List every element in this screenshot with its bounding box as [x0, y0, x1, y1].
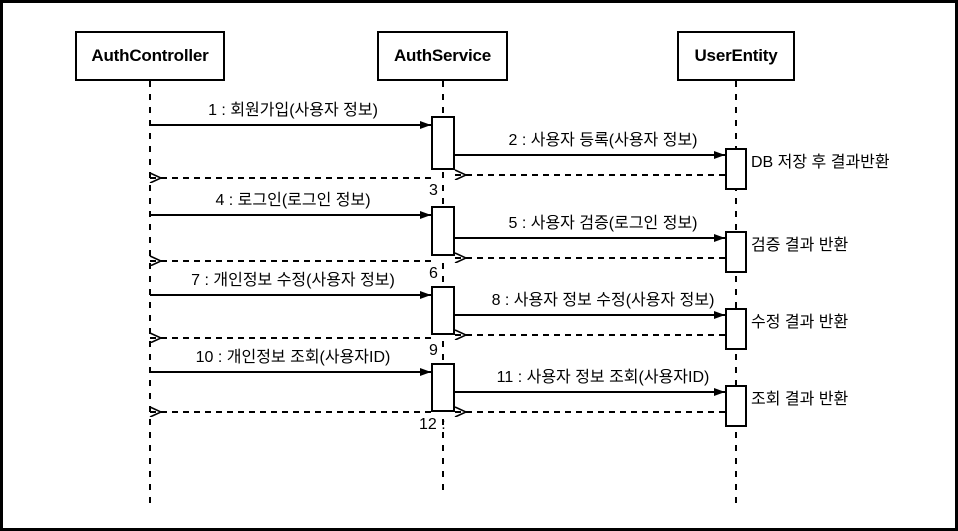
- message-label-1-0: 1 : 회원가입(사용자 정보): [208, 102, 378, 119]
- message-label-3-3: 3: [429, 182, 438, 199]
- message-label-10-12: 10 : 개인정보 조회(사용자ID): [195, 349, 391, 366]
- activation-bar-auth-service[interactable]: [431, 363, 455, 412]
- message-label-4-4: 4 : 로그인(로그인 정보): [215, 192, 371, 209]
- participant-label: AuthController: [91, 46, 209, 65]
- message-label-9-11: 9: [429, 342, 438, 359]
- activation-bar-user-entity[interactable]: [725, 385, 747, 427]
- message-label-note-14: 조회 결과 반환: [751, 391, 849, 408]
- message-label-11-13: 11 : 사용자 정보 조회(사용자ID): [496, 369, 710, 386]
- diagram-vector-layer: [149, 81, 737, 508]
- message-label-note-10: 수정 결과 반환: [751, 314, 849, 331]
- message-label-2-1: 2 : 사용자 등록(사용자 정보): [508, 132, 698, 149]
- message-label-6-7: 6: [429, 265, 438, 282]
- message-arrows-group: [150, 121, 725, 412]
- message-label-12-15: 12 :: [419, 416, 446, 433]
- activation-bar-user-entity[interactable]: [725, 231, 747, 273]
- message-label-7-8: 7 : 개인정보 수정(사용자 정보): [191, 272, 395, 289]
- message-label-note-2: DB 저장 후 결과반환: [751, 154, 890, 171]
- activation-bar-user-entity[interactable]: [725, 148, 747, 190]
- message-label-8-9: 8 : 사용자 정보 수정(사용자 정보): [491, 292, 715, 309]
- participant-box-auth-service[interactable]: AuthService: [377, 31, 508, 81]
- activation-bar-user-entity[interactable]: [725, 308, 747, 350]
- participant-box-auth-controller[interactable]: AuthController: [75, 31, 225, 81]
- activation-bar-auth-service[interactable]: [431, 206, 455, 256]
- participant-box-user-entity[interactable]: UserEntity: [677, 31, 795, 81]
- participant-label: UserEntity: [694, 46, 778, 65]
- message-label-5-5: 5 : 사용자 검증(로그인 정보): [508, 215, 698, 232]
- participant-label: AuthService: [393, 46, 491, 65]
- message-label-note-6: 검증 결과 반환: [751, 237, 849, 254]
- activation-bar-auth-service[interactable]: [431, 286, 455, 335]
- activation-bar-auth-service[interactable]: [431, 116, 455, 170]
